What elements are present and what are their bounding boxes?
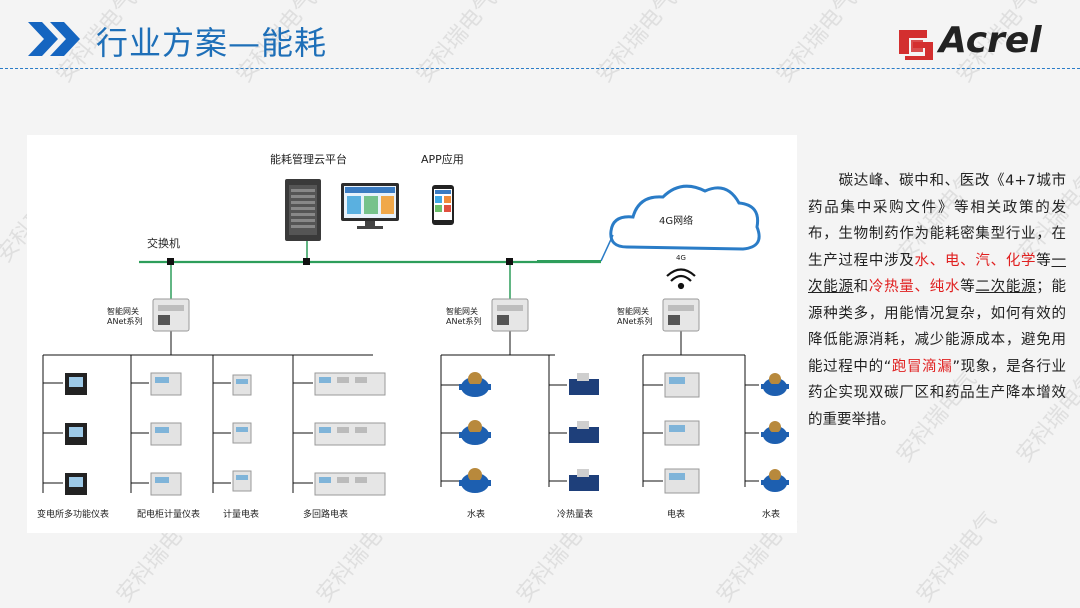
server-icon <box>285 179 321 241</box>
cabinet-meter-icon <box>150 372 182 496</box>
diagram-lines <box>42 179 789 496</box>
app-label: APP应用 <box>421 153 464 166</box>
description-text: 碳达峰、碳中和、医改《4+7城市药品集中采购文件》等相关政策的发布，生物制药作为… <box>808 173 1067 428</box>
monitor-icon <box>341 183 399 229</box>
heat-meter-icon <box>569 373 599 491</box>
device-label: 电表 <box>667 510 686 520</box>
water-meter-icon <box>459 372 789 493</box>
device-label: 变电所多功能仪表 <box>37 510 110 520</box>
gateway-icon <box>152 298 700 332</box>
device-label: 配电柜计量仪表 <box>137 510 201 520</box>
multifunction-meter-icon <box>65 373 87 495</box>
logo: Acrel <box>897 20 1072 66</box>
phone-icon <box>432 185 454 225</box>
chevron-right-icon <box>28 22 80 56</box>
logo-text: Acrel <box>939 20 1042 61</box>
watermark-text: 安科瑞电气 <box>911 507 1002 608</box>
acrel-logo-icon <box>899 30 933 60</box>
signal-label: 4G <box>676 254 686 262</box>
page-title: 行业方案—能耗 <box>96 24 328 62</box>
device-label: 水表 <box>762 510 781 520</box>
device-label: 多回路电表 <box>303 510 349 520</box>
cloud-platform-label: 能耗管理云平台 <box>270 153 347 166</box>
cloud-icon <box>609 184 761 251</box>
header: 行业方案—能耗 Acrel <box>0 0 1080 70</box>
switch-label: 交换机 <box>147 237 180 250</box>
electric-meter-icon <box>664 372 700 494</box>
device-label: 水表 <box>467 510 486 520</box>
multi-circuit-meter-icon <box>314 372 386 496</box>
header-divider <box>0 68 1080 69</box>
wifi-icon <box>666 268 696 290</box>
network-label: 4G网络 <box>659 216 694 227</box>
device-label: 冷热量表 <box>557 510 594 520</box>
energy-meter-icon <box>232 374 252 492</box>
device-label: 计量电表 <box>223 510 260 520</box>
